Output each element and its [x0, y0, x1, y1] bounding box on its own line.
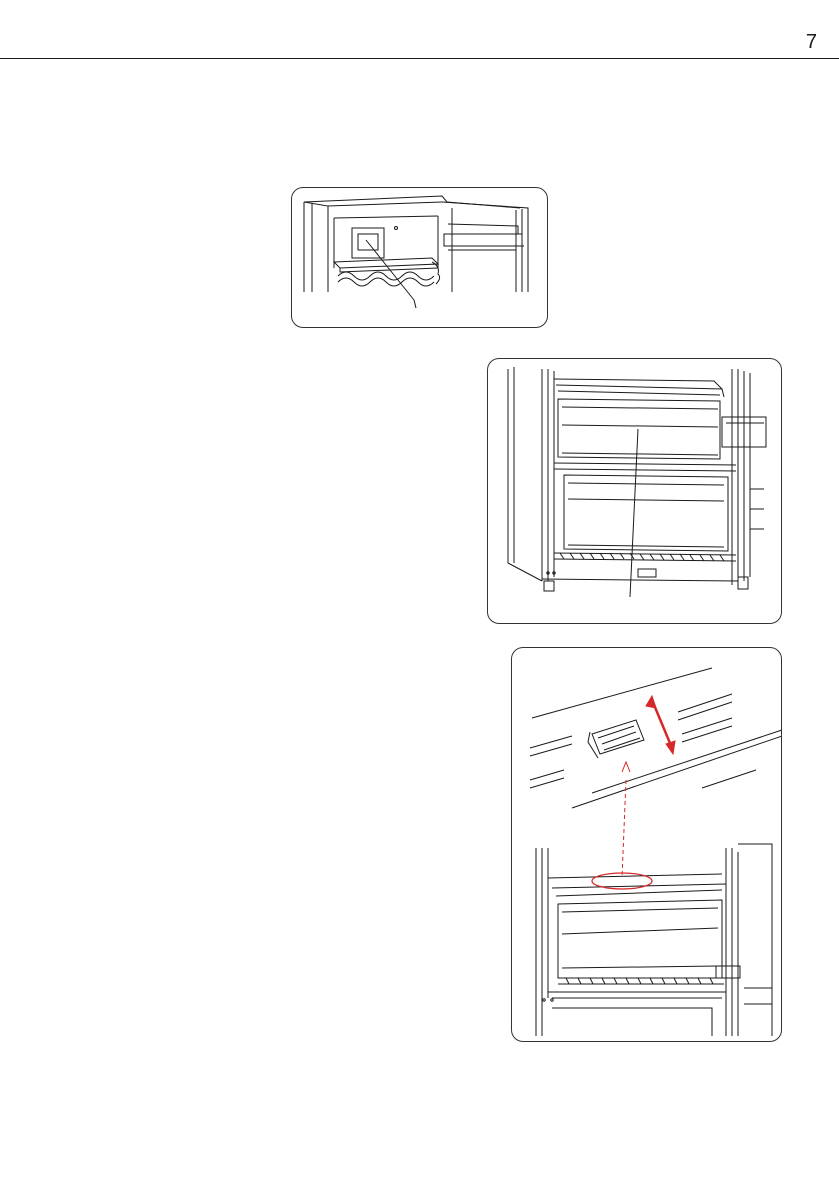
fridge-top-compartment-figure: [291, 187, 548, 328]
page-number: 7: [777, 31, 817, 54]
fridge-air-vent-figure: [511, 647, 782, 1042]
freezer-drawers-icon: [488, 359, 782, 624]
air-vent-slider-icon: [512, 648, 782, 1042]
fridge-drawers-figure: [487, 358, 782, 624]
header-rule: [0, 58, 839, 59]
refrigerator-interior-icon: [292, 188, 548, 328]
